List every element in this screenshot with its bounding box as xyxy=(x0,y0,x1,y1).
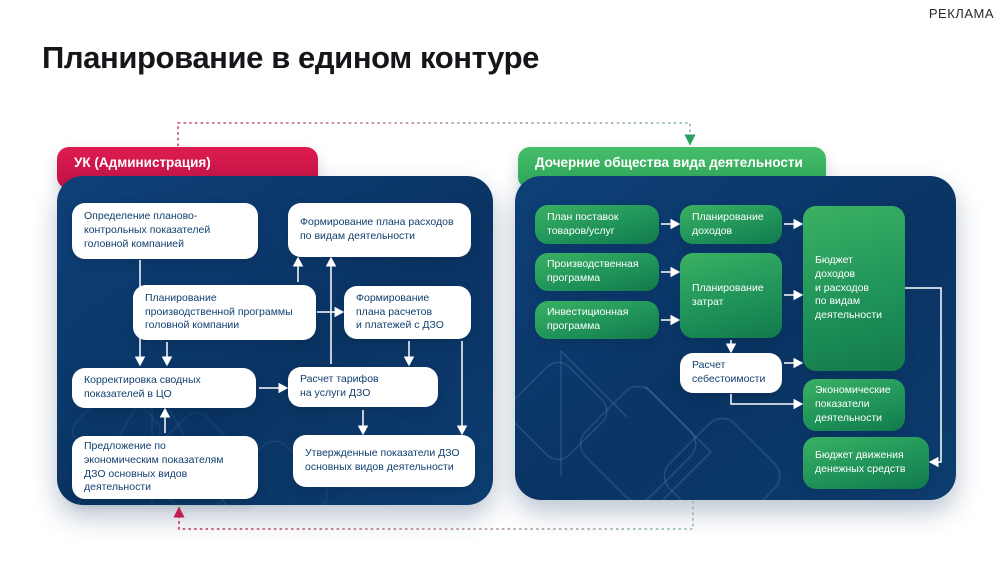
node-economic-activity-indicators: Экономические показатели деятельности xyxy=(803,379,905,431)
node-economic-indicators-proposal: Предложение по экономическим показателям… xyxy=(72,436,258,499)
node-supply-plan: План поставок товаров/услуг xyxy=(535,205,659,244)
connector-uk-to-dzo-dashed xyxy=(177,122,696,146)
node-income-planning: Планирование доходов xyxy=(680,205,782,244)
node-cashflow-budget: Бюджет движения денежных средств xyxy=(803,437,929,489)
ad-label: РЕКЛАМА xyxy=(928,6,994,21)
node-expense-plan-by-activity: Формирование плана расходов по видам дея… xyxy=(288,203,471,257)
node-hq-production-program: Планирование производственной программы … xyxy=(133,285,316,340)
node-approved-dzo-indicators: Утвержденные показатели ДЗО основных вид… xyxy=(293,435,475,487)
dzo-panel-badge-label: Дочерние общества вида деятельности xyxy=(535,155,803,170)
node-dzo-service-tariffs: Расчет тарифов на услуги ДЗО xyxy=(288,367,438,407)
node-settlements-payments-dzo: Формирование плана расчетов и платежей с… xyxy=(344,286,471,339)
node-investment-program: Инвестиционная программа xyxy=(535,301,659,339)
node-adjust-summary-indicators: Корректировка сводных показателей в ЦО xyxy=(72,368,256,408)
uk-panel-badge-label: УК (Администрация) xyxy=(74,155,211,170)
node-cost-price-calculation: Расчет себестоимости xyxy=(680,353,782,393)
node-cost-planning: Планирование затрат xyxy=(680,253,782,338)
page-title: Планирование в едином контуре xyxy=(42,40,539,75)
node-production-program: Производственная программа xyxy=(535,253,659,291)
node-income-expense-budget: Бюджет доходов и расходов по видам деяте… xyxy=(803,206,905,371)
connector-dzo-to-uk-dashed xyxy=(173,501,694,530)
node-define-plan-indicators: Определение планово- контрольных показат… xyxy=(72,203,258,259)
